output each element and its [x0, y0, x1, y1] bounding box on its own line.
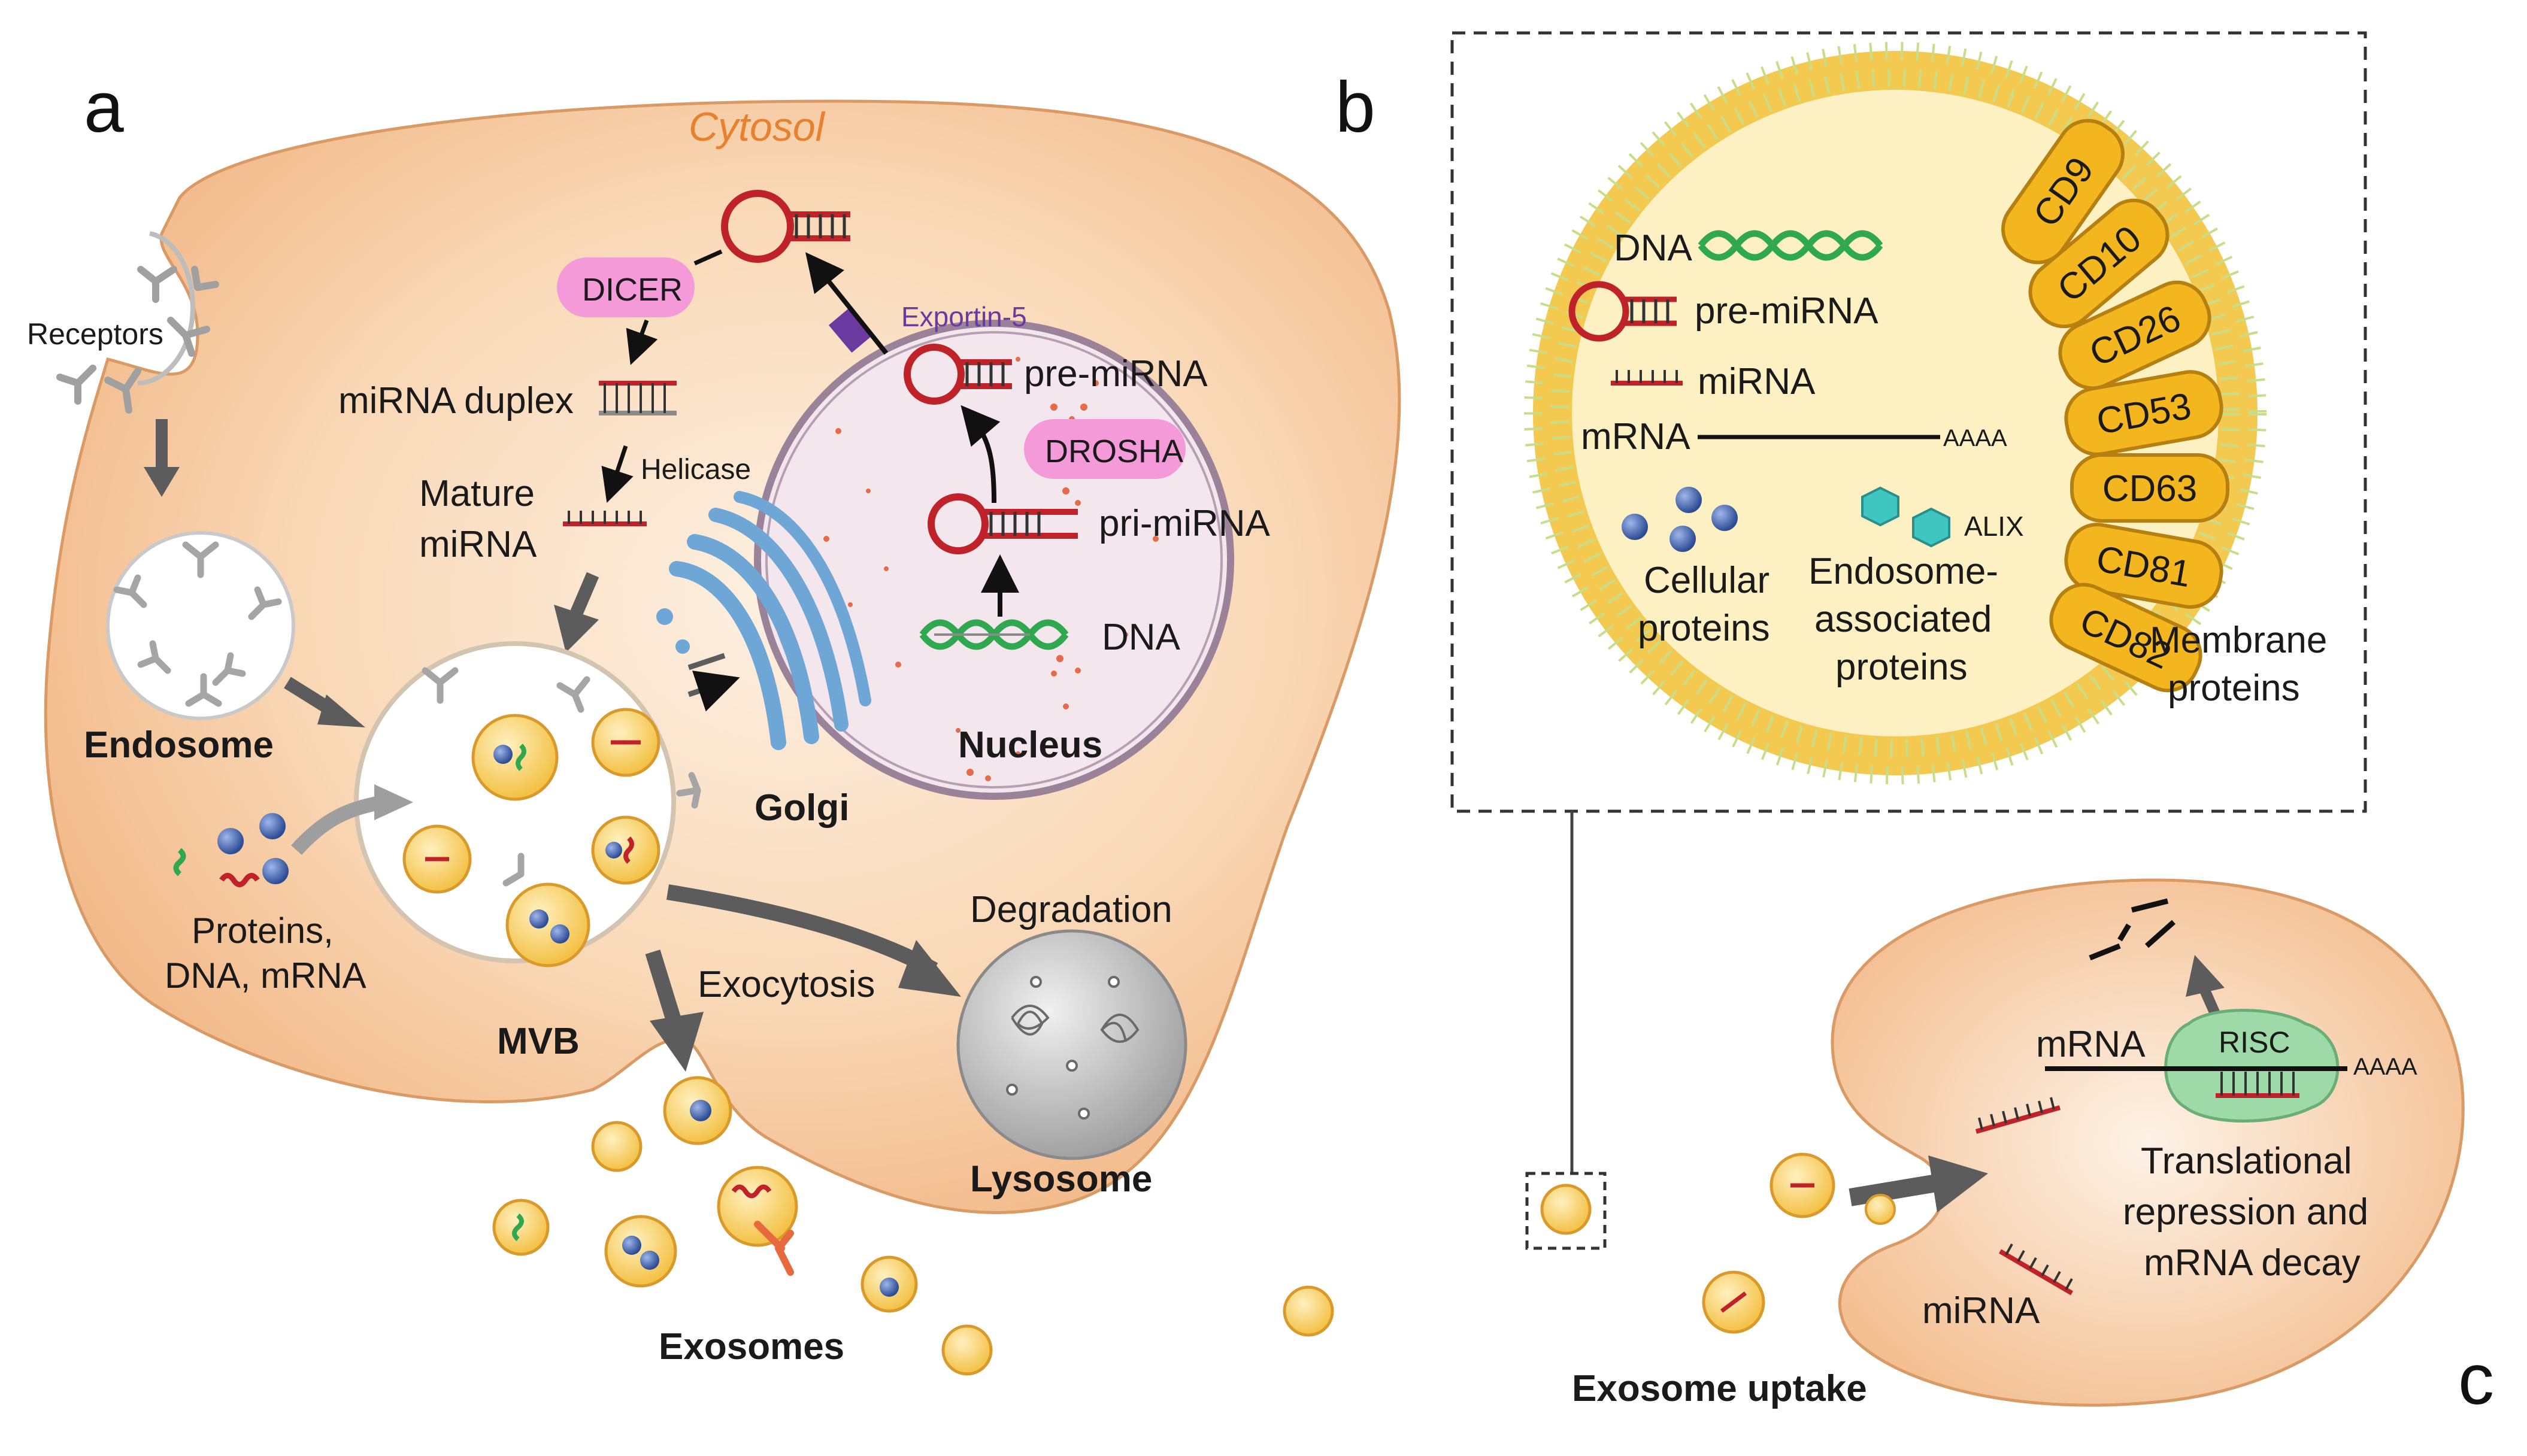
mature-mirna-label-line1: Mature — [419, 473, 535, 514]
golgi-label: Golgi — [755, 787, 849, 829]
arrow-to-lysosome — [898, 940, 961, 997]
translational-line3: mRNA decay — [2144, 1242, 2361, 1284]
panel-c-mirna-label: miRNA — [1922, 1290, 2040, 1331]
receptor-icons — [56, 266, 219, 414]
exosome-uptake-label: Exosome uptake — [1572, 1368, 1867, 1409]
dna-label-nucleus: DNA — [1102, 617, 1181, 658]
marker-cd63: CD63 — [2070, 453, 2229, 523]
mvb-label: MVB — [497, 1021, 580, 1062]
dicer-label: DICER — [582, 272, 683, 308]
endosome-associated-line2: associated — [1814, 599, 1992, 640]
dicer-enzyme — [557, 257, 695, 317]
zoom-box — [1450, 31, 2367, 813]
legend-alix-icon — [1861, 486, 1950, 548]
endosome-label: Endosome — [84, 724, 274, 766]
dna-helix-nucleus — [919, 619, 1069, 650]
membrane-invagination — [137, 231, 195, 386]
cellular-proteins-line2: proteins — [1638, 608, 1770, 649]
marker-cd9: CD9 — [2001, 119, 2125, 265]
arrow-cargo-to-mvb — [374, 784, 413, 820]
arrow-mirna-to-mvb — [554, 605, 599, 653]
panel-c: c RISC mRNA AAAA Translational repressio… — [1572, 878, 2494, 1419]
lysosome-debris — [1006, 976, 1140, 1120]
golgi-exchange-arrows — [687, 656, 725, 694]
exportin-5-pore — [828, 308, 872, 353]
pre-mirna-hairpin-nucleus — [904, 344, 1012, 405]
released-exosomes — [492, 1076, 1334, 1376]
pre-mirna-hairpin-cytosol — [721, 190, 850, 263]
legend-pre-mirna-label: pre-miRNA — [1695, 290, 1878, 332]
zoomed-exosome — [1540, 1184, 1592, 1235]
legend-dna-label: DNA — [1614, 228, 1693, 269]
free-mirna — [1975, 1097, 2074, 1296]
panel-c-polya-label: AAAA — [2353, 1054, 2417, 1080]
nucleus-label: Nucleus — [958, 724, 1102, 766]
mirna-duplex-label: miRNA duplex — [338, 380, 574, 421]
bound-mirna — [2216, 1072, 2299, 1098]
endosome-associated-line3: proteins — [1835, 647, 1968, 688]
golgi-apparatus — [669, 491, 871, 750]
pri-mirna-label: pri-miRNA — [1099, 503, 1271, 544]
lysosome — [956, 929, 1187, 1160]
cellular-proteins-line1: Cellular — [1644, 560, 1769, 601]
arrow-endosome-to-mvb — [317, 694, 365, 727]
pri-mirna-hairpin — [928, 493, 1078, 554]
exocytosis-label: Exocytosis — [698, 964, 875, 1005]
translational-line1: Translational — [2141, 1140, 2352, 1182]
legend-cellular-proteins-icon — [1622, 487, 1738, 552]
endosome — [106, 531, 295, 720]
endosome-receptor-icons — [113, 541, 282, 707]
marker-label: CD63 — [2102, 468, 2198, 509]
alix-label: ALIX — [1964, 511, 2024, 542]
cargo-label-line1: Proteins, — [192, 911, 334, 951]
panel-label-c: c — [2458, 1339, 2494, 1419]
risc-label: RISC — [2219, 1026, 2290, 1059]
intraluminal-vesicles — [402, 708, 660, 967]
mvb-receptor-icons — [422, 667, 701, 887]
marker-cd81: CD81 — [2064, 523, 2223, 609]
helicase-arrow — [601, 445, 634, 503]
incoming-exosomes — [1702, 1152, 1896, 1334]
legend-mirna-label: miRNA — [1698, 361, 1816, 402]
exosomes-label: Exosomes — [659, 1326, 844, 1367]
receptors-label: Receptors — [27, 317, 163, 351]
panel-label-a: a — [84, 67, 124, 147]
cargo-molecules — [173, 813, 289, 887]
degradation-label: Degradation — [970, 889, 1172, 930]
legend-pre-mirna-icon — [1568, 281, 1677, 342]
panel-label-b: b — [1335, 67, 1375, 147]
panel-a: a Cytosol Receptors Endosome DICER — [27, 67, 1401, 1376]
uptake-arrow — [1928, 1155, 1988, 1212]
marker-cd53: CD53 — [2064, 370, 2223, 456]
decay-arrow — [2186, 955, 2225, 997]
legend-mirna-icon — [1611, 370, 1683, 386]
degraded-mrna-fragments — [2089, 898, 2175, 961]
arrow-exocytosis — [650, 1012, 704, 1072]
membrane-proteins-line1: Membrane — [2150, 620, 2327, 661]
mature-mirna-label-line2: miRNA — [419, 524, 537, 565]
legend-dna-icon — [1698, 230, 1883, 261]
endosome-associated-line1: Endosome- — [1808, 551, 1998, 592]
drosha-enzyme — [1024, 419, 1186, 479]
cargo-label-line2: DNA, mRNA — [165, 956, 366, 996]
cytosol-label: Cytosol — [689, 104, 826, 150]
export-arrow — [805, 252, 889, 355]
zoom-source-box — [1525, 1172, 1607, 1250]
membrane-proteins-line2: proteins — [2168, 668, 2300, 709]
helicase-label: Helicase — [641, 454, 751, 486]
panel-c-mrna-label: mRNA — [2036, 1024, 2146, 1065]
exportin-label: Exportin-5 — [901, 301, 1027, 332]
translational-line2: repression and — [2123, 1191, 2368, 1233]
mirna-duplex-icon — [599, 381, 677, 415]
mature-mirna-icon — [563, 511, 647, 526]
lysosome-label: Lysosome — [970, 1158, 1152, 1200]
drosha-label: DROSHA — [1045, 433, 1183, 469]
legend-mrna-label: mRNA — [1581, 416, 1690, 457]
legend-polya-label: AAAA — [1943, 425, 2007, 451]
pre-mirna-label: pre-miRNA — [1024, 353, 1208, 395]
